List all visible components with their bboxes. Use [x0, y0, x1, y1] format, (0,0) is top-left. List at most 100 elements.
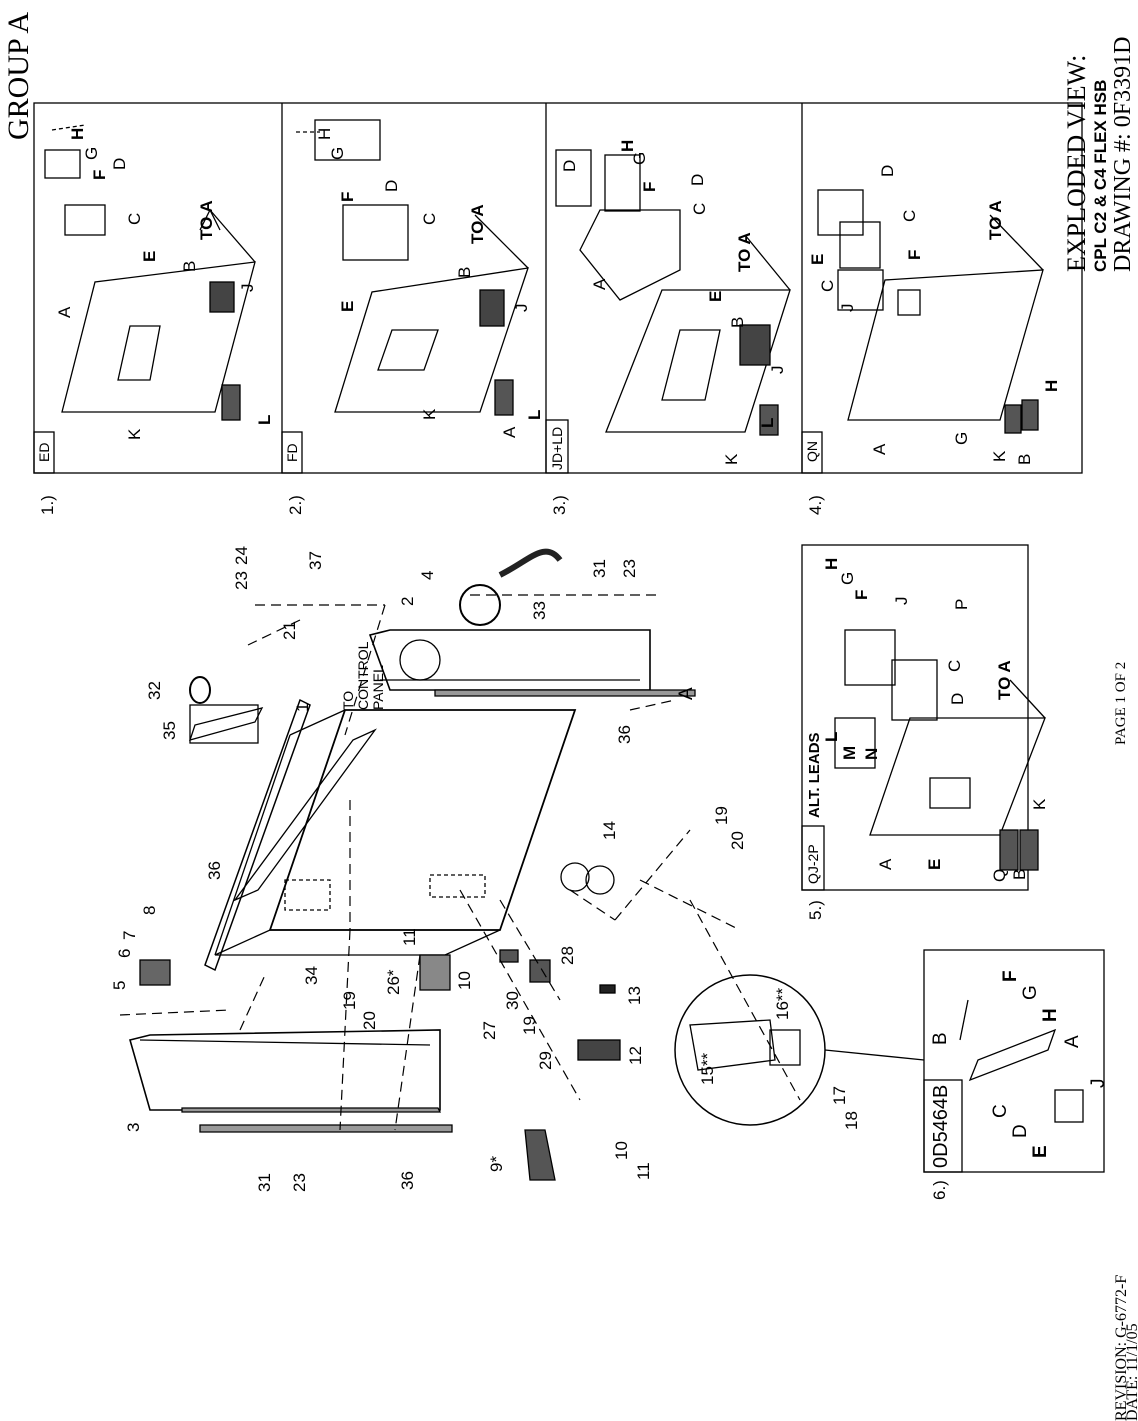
panel-1-tag: ED: [36, 442, 52, 462]
p1-letter-D: D: [110, 157, 129, 170]
p6-letter-C: C: [990, 1104, 1011, 1118]
p4-letter-D: D: [878, 164, 897, 177]
p4-letter-A: A: [870, 443, 889, 455]
p2-letter-C: C: [420, 212, 439, 225]
p5-letter-N: N: [862, 747, 881, 760]
item-20b: 20: [728, 831, 747, 850]
p5-letter-C: C: [945, 659, 964, 672]
p5-letter-M: M: [840, 745, 859, 760]
p4-letter-K: K: [990, 450, 1009, 462]
panel-4-number: 4.): [806, 495, 825, 515]
to-control-panel-2: CONTROL: [355, 641, 371, 710]
panel-2-tag: FD: [284, 443, 300, 462]
p1-letter-G: G: [82, 146, 101, 160]
item-30: 30: [503, 991, 522, 1010]
drawing-number: DRAWING #: 0F3391D: [1110, 36, 1136, 272]
item-10a: 10: [455, 971, 474, 990]
to-control-panel-3: PANEL: [370, 665, 386, 710]
item-3: 3: [124, 1122, 143, 1132]
panel-5-tag: QJ-2P: [805, 844, 821, 884]
item-19c: 19: [712, 806, 731, 825]
panel-2-number: 2.): [286, 495, 305, 515]
p2-letter-E: E: [338, 300, 357, 312]
item-34: 34: [302, 966, 321, 985]
base-enclosure-outline: [268, 709, 577, 931]
p2-letter-H: H: [315, 127, 334, 140]
p3-letter-F: F: [640, 181, 659, 192]
side-panel-outline: [129, 1029, 441, 1111]
p4-letter-H: H: [1042, 379, 1061, 392]
panel-frame-1: [33, 102, 1083, 474]
p3-letter-H: H: [618, 139, 637, 152]
item-24: 24: [232, 546, 251, 565]
p5-letter-E: E: [925, 858, 944, 870]
item-31b: 31: [590, 559, 609, 578]
detail-callout-circle: [674, 974, 826, 1126]
panel-4-tag: QN: [804, 441, 820, 462]
item-26: 26*: [384, 969, 403, 995]
panel-5-alt-leads: ALT. LEADS: [806, 732, 823, 818]
item-21: 21: [280, 621, 299, 640]
p3-letter-K: K: [722, 453, 741, 465]
to-a-label-5: TO A: [995, 660, 1014, 700]
p3-letter-D1: D: [560, 159, 579, 172]
item-16: 16**: [773, 987, 792, 1020]
item-29: 29: [536, 1051, 555, 1070]
p1-letter-H: H: [68, 127, 87, 140]
date-label: DATE: 11/1/05: [1124, 1323, 1138, 1421]
p4-letter-C2: C: [818, 279, 837, 292]
item-1: 1: [293, 702, 312, 712]
p1-letter-A: A: [55, 306, 74, 318]
p5-letter-H: H: [822, 557, 841, 570]
p5-letter-K: K: [1030, 798, 1049, 810]
item-32: 32: [145, 681, 164, 700]
item-28: 28: [558, 946, 577, 965]
item-12: 12: [626, 1046, 645, 1065]
p5-letter-B: B: [1010, 868, 1029, 880]
subtitle-label: CPL C2 & C4 FLEX HSB: [1091, 79, 1110, 272]
panel-frame-6: [923, 949, 1105, 1173]
item-A: A: [676, 687, 697, 700]
p1-letter-L: L: [255, 414, 274, 425]
panel-3-tag: JD+LD: [549, 426, 565, 470]
item-13: 13: [625, 986, 644, 1005]
item-10b: 10: [612, 1141, 631, 1160]
p6-letter-G: G: [1020, 985, 1041, 1000]
p3-letter-B: B: [728, 316, 747, 328]
p4-letter-G: G: [952, 431, 971, 445]
panel-6-number: 6.): [930, 1180, 949, 1200]
item-15: 15**: [698, 1052, 717, 1085]
item-2: 2: [398, 596, 417, 606]
item-19a: 19: [340, 991, 359, 1010]
p5-letter-L: L: [822, 731, 841, 742]
p5-letter-P: P: [952, 598, 971, 610]
item-23b: 23: [290, 1173, 309, 1192]
panel-1-number: 1.): [38, 495, 57, 515]
p6-letter-E: E: [1030, 1145, 1051, 1158]
p1-letter-C: C: [125, 212, 144, 225]
item-23a: 23: [232, 571, 251, 590]
group-label: GROUP A: [2, 11, 35, 140]
p1-letter-E: E: [140, 250, 159, 262]
p4-letter-B: B: [1015, 453, 1034, 465]
item-9: 9*: [487, 1155, 506, 1172]
item-37: 37: [306, 551, 325, 570]
item-5: 5: [110, 980, 129, 990]
p2-letter-L: L: [525, 409, 544, 420]
item-14: 14: [600, 821, 619, 840]
item-36a: 36: [205, 861, 224, 880]
item-33: 33: [530, 601, 549, 620]
p3-letter-J: J: [768, 365, 787, 375]
to-a-label-3: TO A: [735, 232, 754, 272]
p1-letter-F: F: [90, 169, 109, 180]
p5-letter-F: F: [852, 589, 871, 600]
p2-letter-F: F: [338, 191, 357, 202]
p2-letter-A: A: [500, 426, 519, 438]
item-6: 6: [115, 948, 134, 958]
p6-letter-F: F: [1000, 970, 1021, 982]
item-7: 7: [120, 930, 139, 940]
item-11a: 11: [400, 928, 419, 946]
p3-letter-G: G: [630, 151, 649, 165]
p3-letter-E: E: [706, 290, 725, 302]
p3-letter-C: C: [690, 202, 709, 215]
